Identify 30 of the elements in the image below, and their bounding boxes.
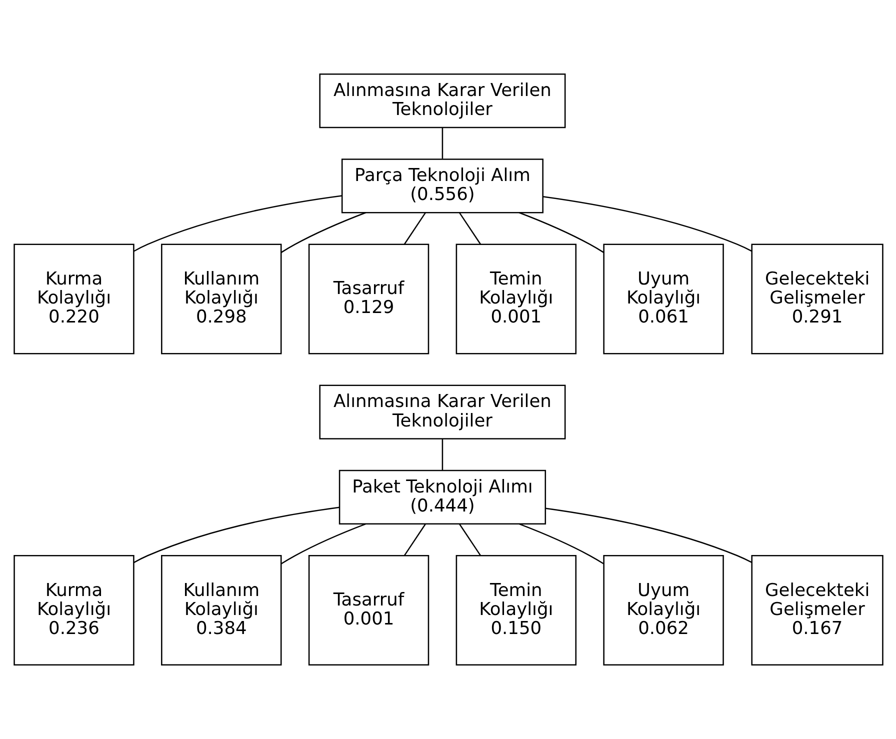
connector — [403, 212, 426, 245]
node-box: Temin Kolaylığı 0.001 — [455, 244, 576, 354]
connector — [458, 212, 481, 245]
connector — [280, 212, 366, 253]
node-box: Gelecekteki Gelişmeler 0.167 — [750, 555, 883, 666]
connector — [518, 212, 604, 253]
node-box: Alınmasına Karar Verilen Teknolojiler — [318, 384, 566, 440]
connector — [133, 506, 339, 564]
node-box: Kullanım Kolaylığı 0.384 — [160, 555, 282, 666]
node-box: Kurma Kolaylığı 0.236 — [13, 555, 134, 666]
node-box: Temin Kolaylığı 0.150 — [455, 555, 576, 666]
node-box: Uyum Kolaylığı 0.062 — [602, 555, 724, 666]
node-box: Paket Teknoloji Alımı (0.444) — [338, 470, 546, 525]
connector — [542, 196, 752, 252]
node-box: Gelecekteki Gelişmeler 0.291 — [750, 244, 883, 354]
node-box: Uyum Kolaylığı 0.061 — [602, 244, 724, 354]
node-box: Kullanım Kolaylığı 0.298 — [160, 244, 282, 354]
node-box: Kurma Kolaylığı 0.220 — [13, 244, 134, 354]
connector — [441, 128, 443, 159]
connector — [441, 439, 443, 470]
connector — [458, 524, 481, 556]
node-box: Tasarruf 0.129 — [308, 244, 429, 354]
connector — [403, 524, 426, 556]
connector — [518, 523, 604, 564]
node-box: Parça Teknoloji Alım (0.556) — [340, 158, 543, 214]
connector — [545, 508, 752, 563]
connector — [133, 195, 342, 252]
connector — [280, 523, 366, 564]
node-box: Alınmasına Karar Verilen Teknolojiler — [318, 73, 566, 128]
node-box: Tasarruf 0.001 — [308, 555, 429, 666]
